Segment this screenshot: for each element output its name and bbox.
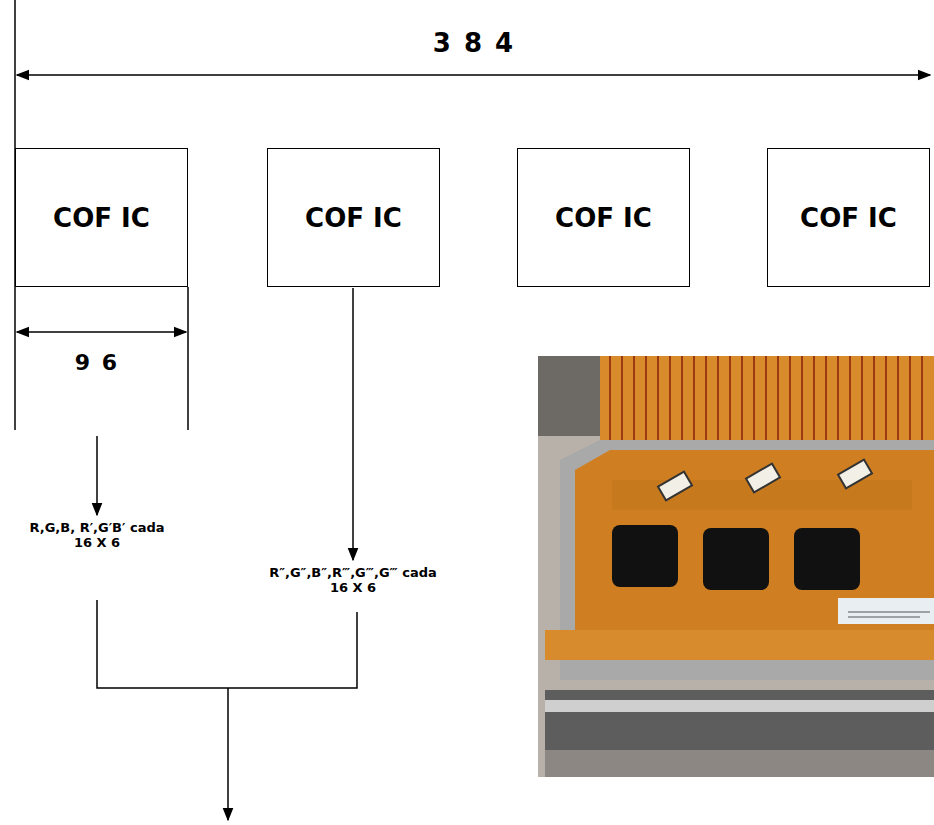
cof-photo bbox=[538, 356, 934, 777]
cof-ic-box: COF IC bbox=[517, 148, 690, 287]
signal-note: R″,G″,B″,R‴,G‴,G‴ cada 16 X 6 bbox=[266, 565, 441, 595]
cof-ic-box: COF IC bbox=[15, 148, 188, 287]
dimension-label: 9 6 bbox=[75, 350, 119, 375]
box-label: COF IC bbox=[555, 203, 652, 233]
box-label: COF IC bbox=[800, 203, 897, 233]
cof-ic-box: COF IC bbox=[767, 148, 930, 287]
dimension-label: 3 8 4 bbox=[433, 28, 515, 58]
signal-note: R,G,B, R′,G′B′ cada 16 X 6 bbox=[22, 520, 172, 550]
dimension-lines bbox=[15, 0, 930, 820]
box-label: COF IC bbox=[305, 203, 402, 233]
cof-ic-box: COF IC bbox=[267, 148, 440, 287]
box-label: COF IC bbox=[53, 203, 150, 233]
